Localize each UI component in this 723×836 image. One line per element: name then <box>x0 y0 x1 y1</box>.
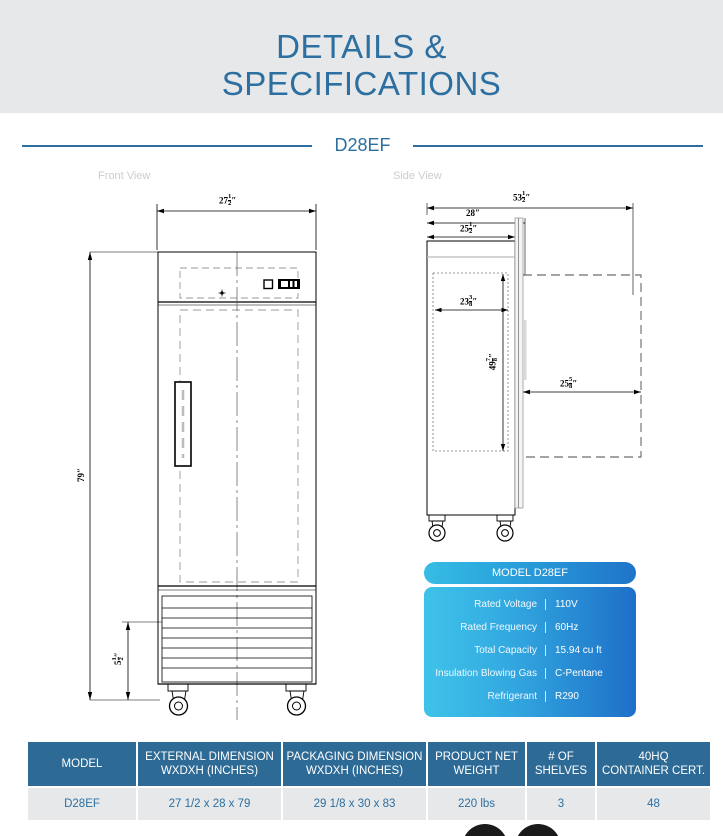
dim-side-inner-d-den: 8 <box>469 301 473 309</box>
dim-front-width-num: 1 <box>228 193 232 200</box>
dim-side-cab-unit: ″ <box>475 208 480 218</box>
dim-side-overall-num: 1 <box>522 190 526 197</box>
badge-disc <box>515 824 561 836</box>
dim-front-height-unit: ″ <box>75 468 86 473</box>
cell-model: D28EF <box>28 788 136 820</box>
spec-row: Refrigerant R290 <box>424 685 624 708</box>
table-header-model: MODEL <box>28 742 136 786</box>
table-header-model-l1: MODEL <box>61 758 103 770</box>
side-view-caption: Side View <box>393 170 442 182</box>
spec-value: 60Hz <box>555 622 579 633</box>
spec-row: Rated Voltage 110V <box>424 593 624 616</box>
model-spec-panel: MODEL D28EF Rated Voltage 110V Rated Fre… <box>424 562 636 717</box>
divider-rule-right <box>413 145 703 147</box>
spec-value: C-Pentane <box>555 668 603 679</box>
dim-front-width-unit: ″ <box>231 195 237 206</box>
table-header-shelves-l2: SHELVES <box>534 765 588 777</box>
cell-packaging-dimension: 29 1/8 x 30 x 83 <box>283 788 426 820</box>
dim-side-inner-d-num: 3 <box>469 294 473 301</box>
spec-row: Total Capacity 15.94 cu ft <box>424 639 624 662</box>
dim-side-inner-h-whole: 49 <box>487 361 498 371</box>
table-header-external-dimension: EXTERNAL DIMENSION WXDXH (INCHES) <box>138 742 281 786</box>
spec-key: Refrigerant <box>424 691 546 702</box>
dim-front-base-unit: ″ <box>113 652 124 658</box>
page-title-line1: DETAILS & <box>276 28 447 65</box>
dim-side-overall-whole: 53 <box>513 192 522 203</box>
cell-external-dimension: 27 1/2 x 28 x 79 <box>138 788 281 820</box>
dim-side-swing-den: 8 <box>569 383 573 391</box>
spec-key: Insulation Blowing Gas <box>424 668 546 679</box>
dim-side-inner-d-whole: 23 <box>460 296 469 307</box>
table-header-shelves: # OF SHELVES <box>527 742 595 786</box>
spec-value: R290 <box>555 691 579 702</box>
dim-side-cab-whole: 28 <box>466 208 475 218</box>
table-header-packaging-l2: WXDXH (INCHES) <box>305 765 404 777</box>
spec-key: Rated Frequency <box>424 622 546 633</box>
dim-side-inner-d-unit: ″ <box>472 296 478 307</box>
divider-rule-left <box>22 145 312 147</box>
front-view-caption: Front View <box>98 170 151 182</box>
table-row: D28EF 27 1/2 x 28 x 79 29 1/8 x 30 x 83 … <box>28 788 710 820</box>
dim-side-body-unit: ″ <box>472 223 478 234</box>
page-title: DETAILS & SPECIFICATIONS <box>0 28 723 102</box>
table-header-row: MODEL EXTERNAL DIMENSION WXDXH (INCHES) … <box>28 742 710 786</box>
spec-value: 15.94 cu ft <box>555 645 602 656</box>
table-header-packaging-l1: PACKAGING DIMENSION <box>286 751 423 763</box>
dim-side-overall-unit: ″ <box>525 192 531 203</box>
certification-badge-icon-right <box>515 824 561 836</box>
dim-front-width-whole: 27 <box>219 195 228 206</box>
model-divider-row: D28EF <box>0 130 723 160</box>
table-header-container-cert: 40HQ CONTAINER CERT. <box>597 742 710 786</box>
spec-panel-body: Rated Voltage 110V Rated Frequency 60Hz … <box>424 587 636 717</box>
cell-container-cert: 48 <box>597 788 710 820</box>
dim-side-cabinet-depth: 28″ <box>466 208 480 218</box>
spec-value: 110V <box>555 599 578 610</box>
table-header-weight-l1: PRODUCT NET <box>435 751 518 763</box>
dim-front-height: 79″ <box>76 468 86 482</box>
dim-side-overall-den: 2 <box>522 197 526 205</box>
cell-shelves: 3 <box>527 788 595 820</box>
dim-front-height-whole: 79 <box>75 472 86 482</box>
dim-side-inner-h-unit: ″ <box>487 352 498 358</box>
table-header-packaging-dimension: PACKAGING DIMENSION WXDXH (INCHES) <box>283 742 426 786</box>
table-header-net-weight: PRODUCT NET WEIGHT <box>428 742 525 786</box>
page-title-line2: SPECIFICATIONS <box>221 65 502 102</box>
table-header-weight-l2: WEIGHT <box>453 765 500 777</box>
dim-side-body-whole: 25 <box>460 223 469 234</box>
badge-disc <box>462 824 508 836</box>
table-header-cert-l1: 40HQ <box>638 751 669 763</box>
header-band: DETAILS & SPECIFICATIONS <box>0 0 723 113</box>
table-header-external-l2: WXDXH (INCHES) <box>160 765 259 777</box>
spec-row: Rated Frequency 60Hz <box>424 616 624 639</box>
dim-front-width-den: 2 <box>228 200 232 208</box>
table-header-external-l1: EXTERNAL DIMENSION <box>145 751 274 763</box>
dim-side-swing-unit: ″ <box>572 378 578 389</box>
cell-net-weight: 220 lbs <box>428 788 525 820</box>
dim-side-inner-h-den: 8 <box>492 357 500 362</box>
dim-side-swing-num: 5 <box>569 376 573 383</box>
dim-side-body-den: 2 <box>469 228 473 236</box>
dim-front-base-whole: 5 <box>113 660 124 666</box>
certification-badge-icon-left <box>462 824 508 836</box>
table-header-cert-l2: CONTAINER CERT. <box>601 765 706 777</box>
specifications-table: MODEL EXTERNAL DIMENSION WXDXH (INCHES) … <box>26 740 712 822</box>
dim-side-body-num: 1 <box>469 221 473 228</box>
spec-panel-header: MODEL D28EF <box>424 562 636 584</box>
spec-key: Total Capacity <box>424 645 546 656</box>
dim-front-base-den: 2 <box>117 657 126 661</box>
spec-row: Insulation Blowing Gas C-Pentane <box>424 662 624 685</box>
model-name: D28EF <box>334 135 391 155</box>
dim-side-swing-whole: 25 <box>560 378 569 389</box>
spec-key: Rated Voltage <box>424 599 546 610</box>
table-header-shelves-l1: # OF <box>548 751 574 763</box>
